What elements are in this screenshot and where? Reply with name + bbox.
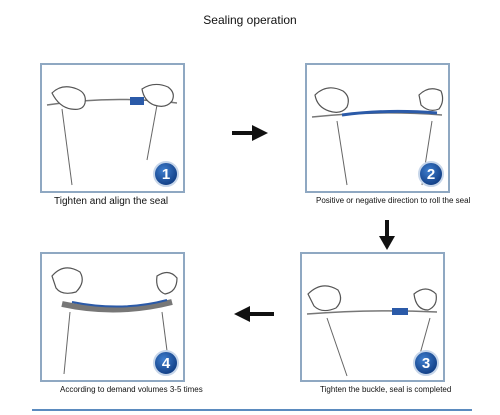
seal-band-icon [392,308,408,315]
footer-divider [32,409,472,411]
arrow-right-icon [232,125,268,141]
left-hand-icon [307,285,342,312]
step-1-illustration [46,83,178,186]
seal-band-icon [341,109,438,117]
left-hand-icon [51,86,86,110]
step-1-panel: 1 [40,63,185,193]
right-hand-icon [156,271,178,295]
step-2-panel: 2 [305,63,450,193]
step-2-caption: Positive or negative direction to roll t… [316,196,471,205]
left-hand-icon [314,87,349,113]
step-3-caption: Tighten the buckle, seal is completed [320,385,452,394]
diagram-title: Sealing operation [203,13,297,27]
step-number-badge: 1 [153,161,179,187]
right-hand-icon [418,88,444,111]
step-4-illustration [51,267,178,375]
step-3-illustration [306,285,438,377]
arrow-left-icon [234,306,274,322]
right-hand-icon [413,288,437,311]
step-4-panel: 4 [40,252,185,382]
left-hand-icon [51,267,83,294]
seal-band-icon [71,299,168,308]
step-4-caption: According to demand volumes 3-5 times [60,385,203,394]
seal-band-icon [130,97,144,105]
step-3-panel: 3 [300,252,445,382]
step-1-caption: Tighten and align the seal [54,196,169,207]
arrow-down-icon [379,220,395,250]
step-number-badge: 3 [413,350,439,376]
step-number-badge: 2 [418,161,444,187]
right-hand-icon [141,83,174,107]
step-number-badge: 4 [153,350,179,376]
step-2-illustration [311,87,444,186]
